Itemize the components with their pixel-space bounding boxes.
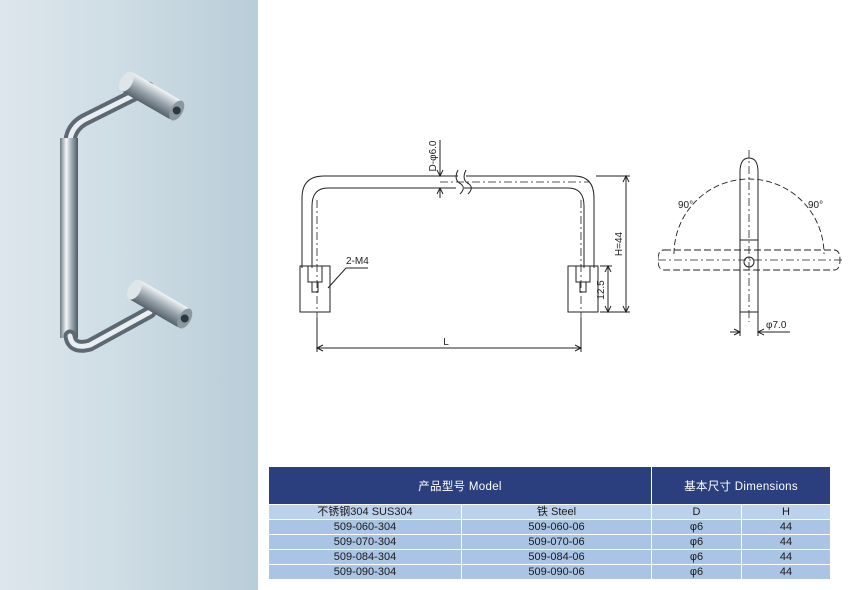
table-header-row: 产品型号 Model 基本尺寸 Dimensions	[268, 466, 831, 505]
cell-sus: 509-060-304	[268, 519, 462, 535]
cell-d: φ6	[651, 549, 742, 565]
cell-steel: 509-090-06	[461, 564, 652, 580]
cell-d: φ6	[651, 564, 742, 580]
subheader-steel: 铁 Steel	[461, 504, 652, 520]
table-row: 509-060-304 509-060-06 φ6 44	[268, 519, 831, 535]
product-photo-panel	[0, 0, 258, 590]
table-subheader-row: 不锈钢304 SUS304 铁 Steel D H	[268, 504, 831, 520]
table-row: 509-090-304 509-090-06 φ6 44	[268, 564, 831, 580]
diameter-label: D-φ6.0	[428, 140, 439, 171]
header-model: 产品型号 Model	[268, 466, 652, 505]
side-view-drawing: 90° 90° φ7.0	[658, 150, 842, 336]
table-row: 509-070-304 509-070-06 φ6 44	[268, 534, 831, 550]
thread-label: 2-M4	[346, 256, 369, 267]
cell-steel: 509-060-06	[461, 519, 652, 535]
handle-bar	[60, 138, 78, 338]
cell-h: 44	[741, 534, 831, 550]
cell-d: φ6	[651, 534, 742, 550]
header-dimensions: 基本尺寸 Dimensions	[651, 466, 831, 505]
handle-photo	[60, 71, 193, 353]
side-diameter-label: φ7.0	[766, 320, 787, 331]
angle-right-label: 90°	[808, 200, 823, 211]
table-row: 509-084-304 509-084-06 φ6 44	[268, 549, 831, 565]
height-label: H=44	[614, 231, 625, 256]
cell-h: 44	[741, 564, 831, 580]
cell-h: 44	[741, 549, 831, 565]
length-label: L	[443, 337, 449, 348]
cell-sus: 509-084-304	[268, 549, 462, 565]
angle-left-label: 90°	[678, 200, 693, 211]
cell-d: φ6	[651, 519, 742, 535]
cell-sus: 509-070-304	[268, 534, 462, 550]
spec-table: 产品型号 Model 基本尺寸 Dimensions 不锈钢304 SUS304…	[268, 466, 831, 580]
subheader-h: H	[741, 504, 831, 520]
base-height-label: 12.5	[596, 280, 607, 300]
cell-steel: 509-070-06	[461, 534, 652, 550]
subheader-stainless: 不锈钢304 SUS304	[268, 504, 462, 520]
cell-sus: 509-090-304	[268, 564, 462, 580]
subheader-d: D	[651, 504, 742, 520]
cell-h: 44	[741, 519, 831, 535]
cell-steel: 509-084-06	[461, 549, 652, 565]
front-view-drawing: D-φ6.0 H=44 12.5 2-M4 L	[299, 140, 630, 352]
